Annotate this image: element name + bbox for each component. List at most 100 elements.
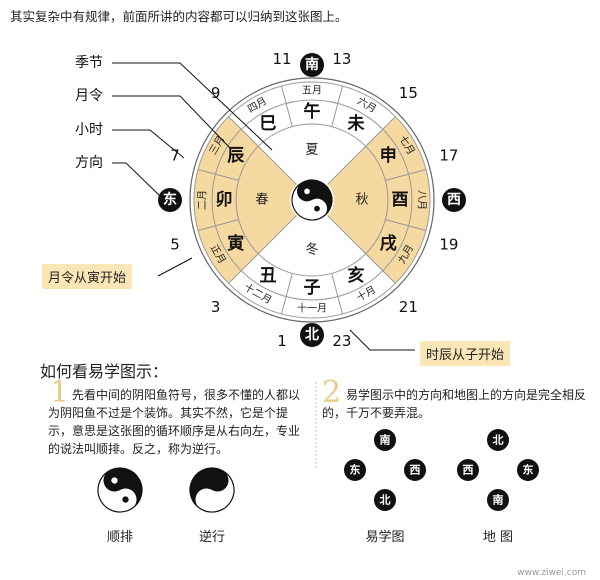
wheel-outer-border xyxy=(189,77,435,323)
direction-west: 西 xyxy=(447,192,461,208)
yixue-compass-top: 南 xyxy=(380,433,391,447)
yixue-compass-label: 易学图 xyxy=(365,530,405,545)
forward-yin-yang-icon xyxy=(97,467,143,513)
direction-south-badge xyxy=(300,53,324,77)
legend-pointer-hour xyxy=(112,129,185,159)
reverse-label: 逆行 xyxy=(198,530,225,545)
branch-label-yin: 寅 xyxy=(227,233,244,254)
branch-sector-xu xyxy=(365,219,409,271)
branch-sector-wu xyxy=(286,100,338,127)
branch-sector-shen xyxy=(365,129,409,181)
month-sector-mao xyxy=(194,169,216,231)
legend-pointer-direction xyxy=(112,162,161,197)
center-yin-yang-icon xyxy=(291,179,333,221)
season-sector-summer xyxy=(258,124,366,185)
branch-label-chen: 辰 xyxy=(227,146,245,166)
season-sector-spring xyxy=(236,146,297,254)
map-compass-top-badge xyxy=(487,429,509,451)
map-compass-bottom: 南 xyxy=(493,493,504,507)
wheel-ring-0 xyxy=(193,81,431,319)
branch-label-xu: 戌 xyxy=(380,233,397,254)
branch-label-si: 巳 xyxy=(260,114,277,134)
hour-label-h23: 23 xyxy=(332,332,351,350)
branch-sector-mao xyxy=(212,174,239,226)
month-sector-yin xyxy=(198,225,242,284)
yixue-compass-bottom: 北 xyxy=(380,493,391,507)
tip-2-number: 2 xyxy=(322,375,342,410)
branch-sector-yin xyxy=(215,219,259,271)
hour-label-h11: 11 xyxy=(273,50,292,68)
callout-month-pointer xyxy=(157,257,193,277)
map-compass-label: 地 图 xyxy=(482,530,514,545)
season-divider xyxy=(327,145,367,185)
branch-label-mao: 卯 xyxy=(216,190,233,210)
month-sector-chou xyxy=(228,270,287,314)
season-divider xyxy=(257,215,297,255)
branch-sector-wei xyxy=(331,103,383,147)
legend-label-direction: 方向 xyxy=(75,155,103,171)
hour-label-h21: 21 xyxy=(399,298,418,316)
direction-north-badge xyxy=(300,323,324,347)
legend-label-season: 季节 xyxy=(75,55,103,71)
month-divider xyxy=(197,219,239,232)
season-sector-autumn xyxy=(327,146,388,254)
map-compass-top: 北 xyxy=(493,433,504,447)
season-sector-winter xyxy=(258,215,366,276)
direction-east-badge xyxy=(158,188,182,212)
month-divider xyxy=(385,168,427,181)
hour-label-h5: 5 xyxy=(170,235,180,253)
month-label-wu: 五月 xyxy=(302,85,322,97)
watermark: www.ziwei.com xyxy=(517,568,586,578)
tip-1-text: 先看中间的阴阳鱼符号，很多不懂的人都以为阴阳鱼不过是个装饰。其实不然，它是个提示… xyxy=(48,388,301,456)
branch-label-zi: 子 xyxy=(304,278,321,298)
branch-sector-zi xyxy=(286,273,338,300)
month-sector-chen xyxy=(198,116,242,175)
legend-label-month: 月令 xyxy=(75,88,103,104)
month-sector-hai xyxy=(337,270,396,314)
tip-1-number: 1 xyxy=(50,375,70,410)
hour-label-h15: 15 xyxy=(399,84,418,102)
month-sector-zi xyxy=(281,296,343,318)
branch-label-wu: 午 xyxy=(304,101,321,122)
month-divider xyxy=(280,85,293,127)
month-divider xyxy=(280,273,293,315)
month-sector-you xyxy=(408,169,431,231)
callout-hour-start: 时辰从子开始 xyxy=(420,341,511,366)
yixue-compass-bottom-badge xyxy=(374,489,396,511)
map-compass-right: 东 xyxy=(523,463,534,477)
season-divider xyxy=(257,145,297,185)
season-label-winter: 冬 xyxy=(305,242,318,258)
hour-label-h19: 19 xyxy=(439,235,458,253)
branch-label-wei: 未 xyxy=(347,113,365,134)
branch-label-chou: 丑 xyxy=(260,266,277,286)
month-divider xyxy=(385,219,427,232)
month-label-mao: 二月 xyxy=(197,190,209,210)
direction-south: 南 xyxy=(305,56,319,73)
month-divider xyxy=(365,116,396,147)
yixue-compass-left: 东 xyxy=(350,463,361,477)
month-divider xyxy=(365,253,396,284)
direction-west-badge xyxy=(442,188,466,212)
hour-label-h3: 3 xyxy=(211,298,221,316)
branch-sector-si xyxy=(241,103,293,147)
branch-label-hai: 亥 xyxy=(348,265,365,286)
month-divider xyxy=(331,85,344,127)
branch-label-shen: 申 xyxy=(380,145,397,166)
branch-sector-chen xyxy=(215,129,259,181)
branch-label-you: 酉 xyxy=(392,190,409,210)
month-divider xyxy=(228,116,259,147)
month-sector-wei xyxy=(337,86,396,130)
forward-label: 顺排 xyxy=(106,530,133,545)
season-label-spring: 春 xyxy=(255,193,268,208)
map-compass-bottom-badge xyxy=(487,489,509,511)
month-divider xyxy=(331,273,344,315)
tip-2-text: 易学图示中的方向和地图上的方向是完全相反的，千万不要弄混。 xyxy=(322,388,587,420)
direction-north: 北 xyxy=(305,327,319,343)
hour-label-h7: 7 xyxy=(170,147,180,165)
map-compass-right-badge xyxy=(517,459,539,481)
yixue-compass-left-badge xyxy=(344,459,366,481)
legend-pointer-month xyxy=(112,95,231,149)
wheel-ring-2 xyxy=(235,123,389,277)
month-divider xyxy=(197,168,239,181)
